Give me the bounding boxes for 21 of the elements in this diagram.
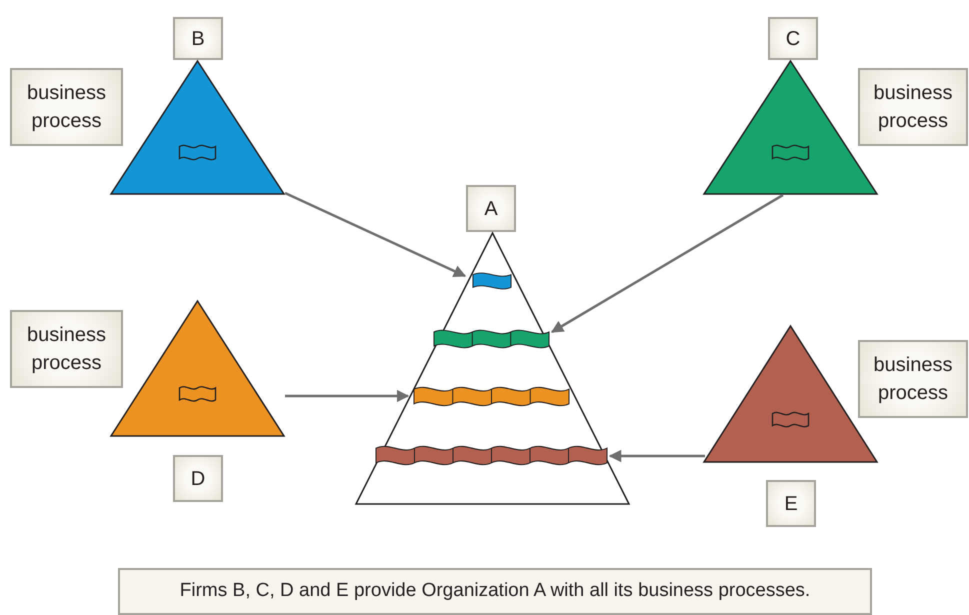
arrow bbox=[550, 194, 784, 334]
organization-pyramid bbox=[355, 232, 630, 505]
caption: Firms B, C, D and E provide Organization A with all its business processes. bbox=[118, 568, 872, 614]
label-box: business process bbox=[10, 310, 123, 388]
wave-flag bbox=[413, 385, 570, 408]
wave-flag bbox=[472, 271, 512, 291]
label-box: A bbox=[466, 185, 516, 232]
arrow bbox=[284, 192, 466, 278]
label-box: E bbox=[766, 480, 816, 527]
label-box: B bbox=[173, 17, 223, 60]
arrow bbox=[608, 450, 705, 462]
label-box: C bbox=[768, 17, 818, 60]
label-box: business process bbox=[858, 340, 968, 418]
label-box: business process bbox=[858, 68, 968, 146]
arrow bbox=[285, 390, 410, 402]
firm-triangle bbox=[110, 60, 285, 195]
label-box: business process bbox=[10, 68, 123, 146]
label-box: D bbox=[173, 455, 223, 502]
firm-triangle bbox=[110, 300, 285, 437]
wave-flag bbox=[375, 444, 608, 467]
wave-flag bbox=[433, 328, 550, 350]
